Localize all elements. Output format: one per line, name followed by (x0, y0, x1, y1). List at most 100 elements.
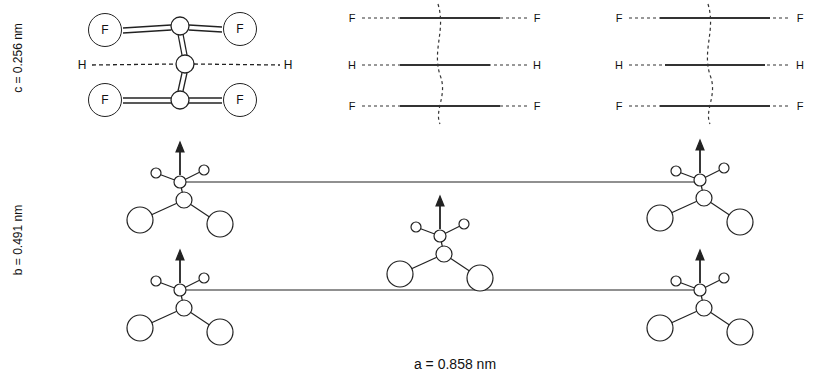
monomer-unit (127, 250, 233, 345)
carbon-atom (696, 300, 712, 316)
carbon-atom (174, 284, 186, 296)
bond-line (660, 105, 770, 107)
atom-symbol: H (348, 60, 356, 71)
fluorine-atom (207, 319, 233, 345)
dimension-label: a = 0.858 nm (414, 357, 496, 371)
atom-symbol: F (349, 13, 356, 24)
bond (183, 34, 187, 55)
monomer-unit (127, 142, 233, 237)
atom-symbol: F (534, 13, 541, 24)
fluorine-atom (207, 211, 233, 237)
carbon-atom (171, 17, 189, 35)
fluorine-atom (727, 209, 753, 235)
hydrogen-atom (151, 168, 161, 178)
fluorine-atom (467, 265, 493, 291)
arrow-head (696, 140, 704, 150)
bond (183, 73, 187, 91)
unit-cell (185, 182, 695, 290)
fluorine-atom (387, 261, 413, 287)
bond-line (400, 17, 500, 19)
atom-symbol: F (797, 101, 804, 112)
hydrogen-atom (199, 165, 209, 175)
fluorine-atom (127, 207, 153, 233)
bond-line (629, 17, 790, 18)
bond (178, 73, 182, 91)
bond (178, 34, 182, 55)
cell-edge (185, 181, 695, 182)
carbon-atom (694, 174, 706, 186)
bond (189, 25, 222, 27)
bond (92, 64, 176, 65)
carbon-atom (176, 300, 192, 316)
bond (189, 102, 222, 103)
carbon-atom (696, 190, 712, 206)
bond-line (665, 64, 765, 66)
bond (189, 30, 222, 32)
projection-middle (362, 4, 527, 124)
projection-right (629, 4, 790, 124)
atom-symbol: H (78, 59, 87, 71)
atom-symbol: F (236, 94, 243, 106)
arrow-head (436, 196, 444, 206)
atom-symbol: F (616, 13, 623, 24)
carbon-atom (436, 246, 452, 262)
bond-line (629, 64, 790, 65)
carbon-atom (176, 55, 194, 73)
atom-symbol: H (284, 59, 293, 71)
atom-symbol: H (533, 60, 541, 71)
fluorine-atom: F (88, 13, 122, 47)
dimension-label: b = 0.491 nm (12, 205, 24, 275)
bond-line (660, 17, 770, 19)
arrow-head (176, 250, 184, 260)
bond (123, 25, 171, 28)
atom-symbol: F (101, 24, 108, 36)
fluorine-atom: F (223, 83, 257, 117)
atom-symbol: F (101, 94, 108, 106)
carbon-atom (176, 192, 192, 208)
cell-edge (185, 289, 695, 290)
fluorine-atom (127, 315, 153, 341)
carbon-atom (434, 230, 446, 242)
fluorine-atom: F (88, 83, 122, 117)
carbon-atom (694, 284, 706, 296)
atom-symbol: F (349, 101, 356, 112)
bond (123, 97, 171, 98)
hydrogen-atom (671, 276, 681, 286)
dimension-label: c = 0.256 nm (12, 23, 24, 93)
bond-line (362, 105, 527, 106)
monomer-unit (647, 250, 753, 345)
fluorine-atom: F (223, 12, 257, 46)
hydrogen-atom (719, 163, 729, 173)
hydrogen-atom (411, 222, 421, 232)
atom-symbol: F (797, 13, 804, 24)
bond (123, 102, 171, 103)
hydrogen-atom (151, 276, 161, 286)
chain-axis (707, 4, 712, 124)
monomer-unit (387, 196, 493, 291)
fluorine-atom (647, 315, 673, 341)
arrow-head (696, 250, 704, 260)
fluorine-atom (727, 319, 753, 345)
carbon-atom (174, 176, 186, 188)
bond (123, 30, 171, 33)
bond-line (362, 17, 527, 18)
bond-line (400, 105, 500, 107)
hydrogen-atom (719, 273, 729, 283)
atom-symbol: F (534, 101, 541, 112)
fluorine-atom (647, 205, 673, 231)
hydrogen-atom (199, 273, 209, 283)
chain-axis (437, 4, 442, 124)
hydrogen-atom (459, 219, 469, 229)
atom-symbol: F (236, 23, 243, 35)
atom-symbol: H (796, 60, 804, 71)
arrow-head (176, 142, 184, 152)
carbon-atom (171, 91, 189, 109)
atom-symbol: H (615, 60, 623, 71)
bond (194, 64, 280, 65)
bond-line (362, 64, 527, 65)
atom-symbol: F (616, 101, 623, 112)
bond (189, 97, 222, 98)
hydrogen-atom (671, 166, 681, 176)
